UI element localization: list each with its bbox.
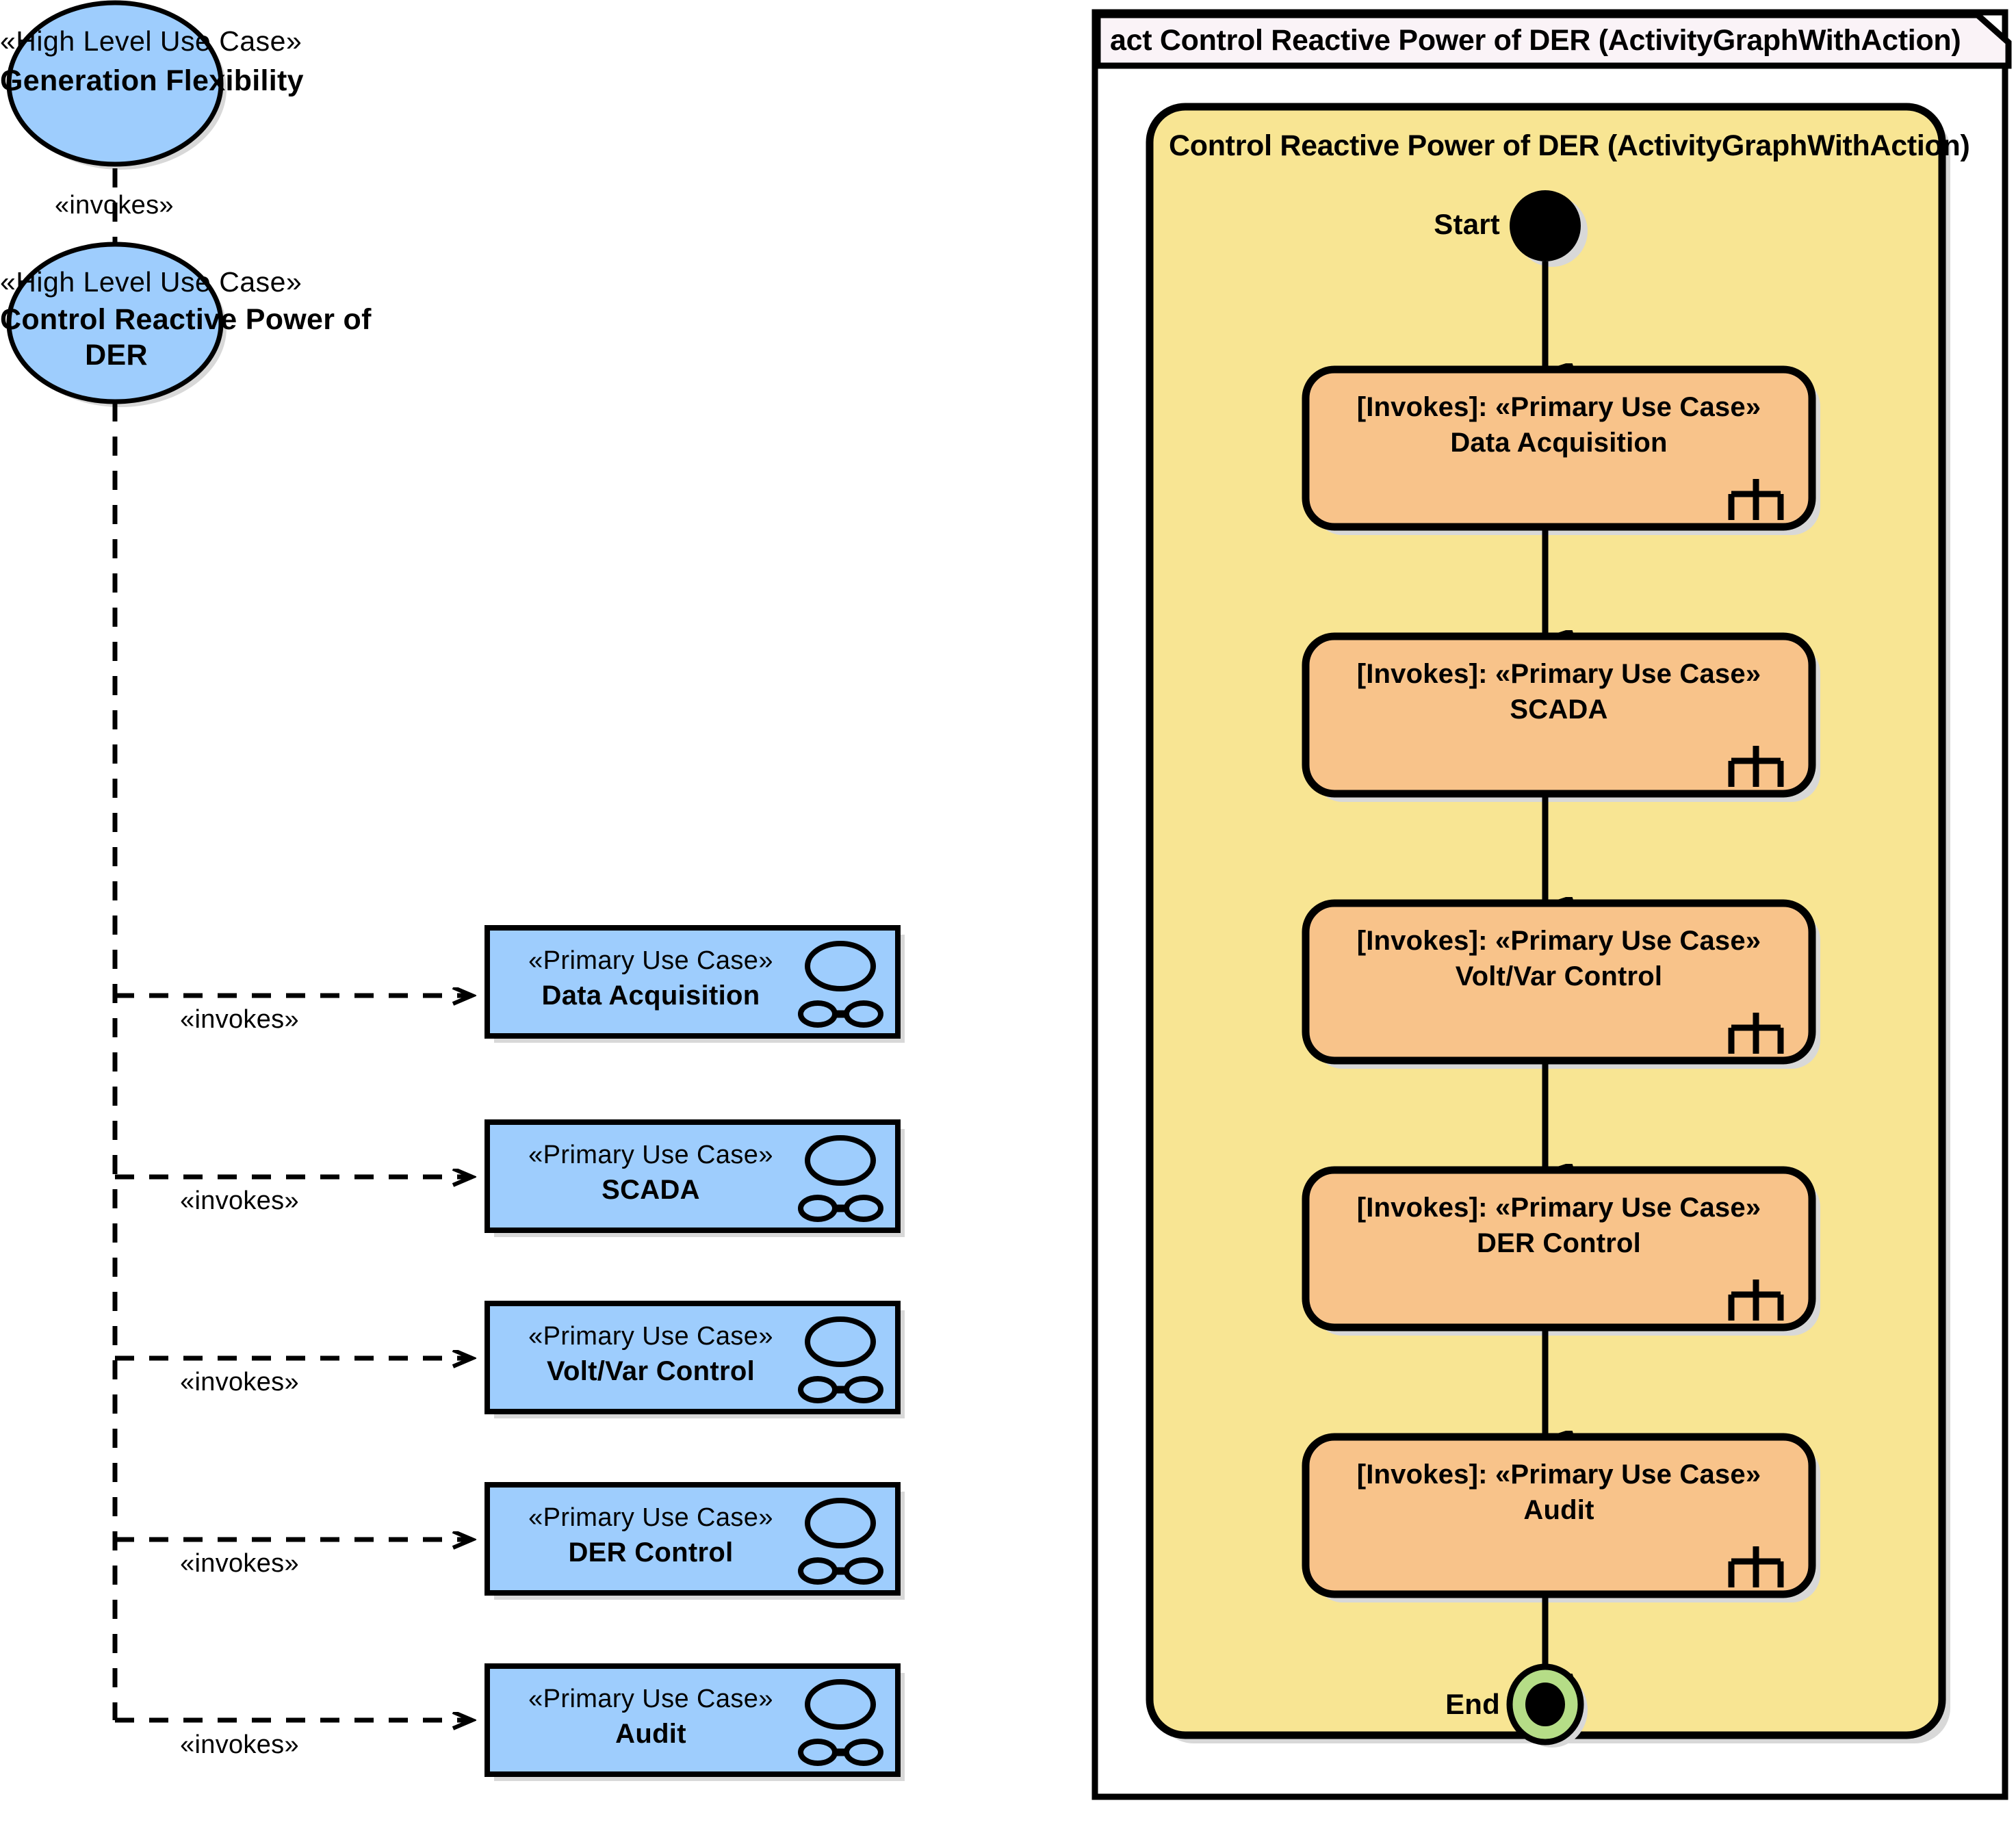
activity-node-scada[interactable] [1302,632,1820,802]
invokes-label-vertical: «invokes» [55,191,174,220]
high-level-use-case-2-name-line1: Control Reactive Power of [0,303,372,336]
primary-use-case-4-stereotype: «Primary Use Case» [528,1503,773,1532]
activity-node-data-acquisition[interactable] [1302,365,1820,535]
high-level-use-case-2-name-line2: DER [85,339,148,372]
activity-node-volt-var-control[interactable] [1302,899,1820,1069]
rake-icon [1728,746,1784,787]
primary-use-case-box-volt-var-control[interactable] [484,1301,905,1418]
high-level-use-case-generation-flexibility[interactable] [6,0,227,170]
activity-node-1-name: Data Acquisition [1450,428,1668,458]
primary-use-case-box-audit[interactable] [484,1663,905,1781]
start-node [1510,190,1588,267]
primary-use-case-5-stereotype: «Primary Use Case» [528,1685,773,1713]
invokes-label-4: «invokes» [180,1549,299,1578]
primary-use-case-1-stereotype: «Primary Use Case» [528,946,773,975]
primary-use-case-3-name: Volt/Var Control [546,1356,755,1386]
activity-node-der-control[interactable] [1302,1166,1820,1336]
primary-use-case-4-name: DER Control [568,1537,734,1568]
primary-use-case-1-name: Data Acquisition [541,981,760,1011]
activity-node-3-name: Volt/Var Control [1455,961,1663,991]
rake-icon [1728,1546,1784,1587]
end-node-label: End [1445,1688,1500,1720]
collaboration-icon [798,1557,883,1585]
collaboration-icon [798,1000,883,1028]
activity-node-5-stereotype: [Invokes]: «Primary Use Case» [1356,1459,1761,1490]
collaboration-icon [798,1739,883,1766]
collaboration-icon [798,1195,883,1222]
invokes-label-3: «invokes» [180,1368,299,1397]
use-case-ellipse-icon [805,1679,876,1730]
rake-icon [1728,1013,1784,1054]
primary-use-case-2-stereotype: «Primary Use Case» [528,1141,773,1169]
start-node-label: Start [1434,208,1500,240]
activity-frame-header: act Control Reactive Power of DER (Activ… [1110,24,1961,57]
primary-use-case-3-stereotype: «Primary Use Case» [528,1322,773,1351]
high-level-use-case-control-reactive-power-of-der[interactable] [6,242,227,407]
primary-use-case-2-name: SCADA [602,1175,700,1205]
activity-region-title: Control Reactive Power of DER (ActivityG… [1169,129,1970,162]
invokes-label-2: «invokes» [180,1186,299,1215]
primary-use-case-5-name: Audit [615,1719,686,1749]
end-node [1506,1663,1588,1748]
use-case-ellipse-icon [805,941,876,991]
invokes-branch-spine [112,402,472,1720]
use-case-ellipse-icon [805,1135,876,1186]
frame-header-tab [1094,12,2012,69]
high-level-use-case-1-name: Generation Flexibility [0,64,304,97]
activity-node-2-name: SCADA [1510,694,1608,725]
activity-node-audit[interactable] [1302,1433,1820,1602]
activity-node-2-stereotype: [Invokes]: «Primary Use Case» [1356,659,1761,689]
activity-node-3-stereotype: [Invokes]: «Primary Use Case» [1356,926,1761,956]
primary-use-case-box-data-acquisition[interactable] [484,925,905,1043]
activity-node-5-name: Audit [1523,1495,1594,1525]
collaboration-icon [798,1376,883,1403]
activity-node-1-stereotype: [Invokes]: «Primary Use Case» [1356,392,1761,422]
primary-use-case-box-der-control[interactable] [484,1482,905,1600]
high-level-use-case-2-stereotype: «High Level Use Case» [0,266,302,298]
activity-node-4-name: DER Control [1477,1228,1641,1258]
use-case-ellipse-icon [805,1498,876,1548]
high-level-use-case-1-stereotype: «High Level Use Case» [0,25,302,57]
rake-icon [1728,1280,1784,1321]
rake-icon [1728,479,1784,520]
activity-node-4-stereotype: [Invokes]: «Primary Use Case» [1356,1193,1761,1223]
use-case-ellipse-icon [805,1316,876,1367]
invokes-label-5: «invokes» [180,1730,299,1759]
invokes-label-1: «invokes» [180,1005,299,1034]
primary-use-case-box-scada[interactable] [484,1119,905,1237]
